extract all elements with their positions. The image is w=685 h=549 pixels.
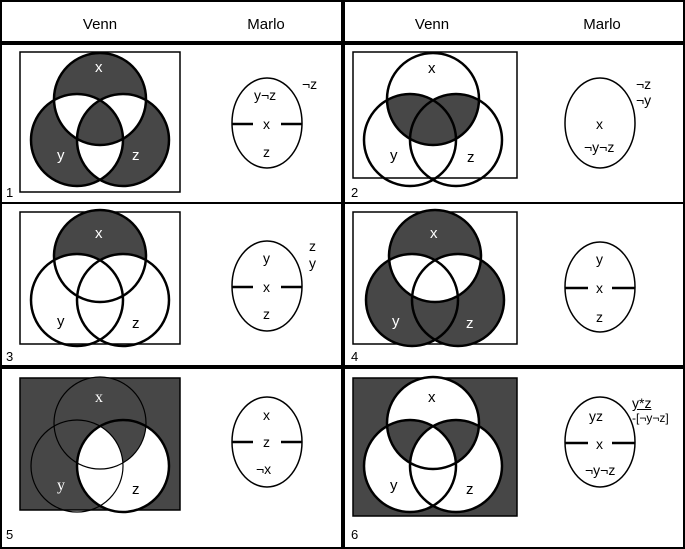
marlo-2-side-1: ¬z: [636, 76, 652, 92]
panel-number-2: 2: [351, 185, 359, 200]
venn-panel-4: [352, 208, 518, 348]
venn-2-label-x: x: [428, 60, 436, 77]
marlo-6-bottom: ¬y¬z: [585, 462, 616, 478]
venn-5-label-x: x: [95, 389, 103, 406]
marlo-5-middle: z: [263, 434, 270, 450]
marlo-6-side-2: -[¬y¬z]: [632, 411, 669, 425]
marlo-3-side-2: y: [309, 255, 316, 271]
venn-3-label-z: z: [132, 315, 140, 332]
venn-2-label-z: z: [467, 149, 475, 166]
venn-5-label-z: z: [132, 481, 140, 498]
marlo-5-bottom: ¬x: [256, 461, 272, 477]
venn-6-label-x: x: [428, 389, 436, 406]
header-marlo-right: Marlo: [583, 16, 621, 33]
venn-6-label-z: z: [466, 481, 474, 498]
venn-1-label-x: x: [95, 59, 103, 76]
venn-5-label-y: y: [57, 477, 65, 494]
header-venn-left: Venn: [82, 16, 118, 33]
header-marlo-left: Marlo: [247, 16, 285, 33]
marlo-1-side-1: ¬z: [302, 76, 318, 92]
venn-panel-2: [352, 51, 518, 188]
panel-number-5: 5: [6, 527, 14, 542]
venn-4-label-x: x: [430, 225, 438, 242]
venn-4-label-z: z: [466, 315, 474, 332]
panel-number-1: 1: [6, 185, 14, 200]
marlo-3-top: y: [263, 250, 270, 266]
marlo-6-side-1: y*z: [632, 395, 652, 411]
venn-4-label-y: y: [392, 313, 400, 330]
marlo-3-side-1: z: [309, 238, 316, 254]
venn-1-label-z: z: [132, 147, 140, 164]
venn-3-label-x: x: [95, 225, 103, 242]
venn-panel-6: [352, 375, 518, 517]
marlo-5-top: x: [263, 407, 270, 423]
marlo-2-middle: x: [596, 116, 603, 132]
marlo-3-middle: x: [263, 279, 270, 295]
venn-2-label-y: y: [390, 147, 398, 164]
panel-number-3: 3: [6, 349, 14, 364]
marlo-2-side-2: ¬y: [636, 92, 652, 108]
marlo-4-bottom: z: [596, 309, 603, 325]
marlo-4-middle: x: [596, 280, 603, 296]
venn-6-label-y: y: [390, 477, 398, 494]
marlo-1-top: y¬z: [254, 87, 277, 103]
venn-1-label-y: y: [57, 147, 65, 164]
marlo-1-bottom: z: [263, 144, 270, 160]
venn-3-label-y: y: [57, 313, 65, 330]
marlo-4-top: y: [596, 251, 603, 267]
panel-number-6: 6: [351, 527, 359, 542]
venn-panel-5: [19, 376, 181, 514]
marlo-6-top: yz: [589, 408, 603, 424]
marlo-1-middle: x: [263, 116, 270, 132]
marlo-6-middle: x: [596, 436, 603, 452]
marlo-2-bottom: ¬y¬z: [584, 139, 615, 155]
panel-number-4: 4: [351, 349, 359, 364]
venn-panel-1: [19, 51, 181, 193]
marlo-divider-marks: [232, 122, 635, 445]
marlo-3-bottom: z: [263, 306, 270, 322]
venn-panel-3: [19, 208, 181, 348]
header-venn-right: Venn: [414, 16, 450, 33]
